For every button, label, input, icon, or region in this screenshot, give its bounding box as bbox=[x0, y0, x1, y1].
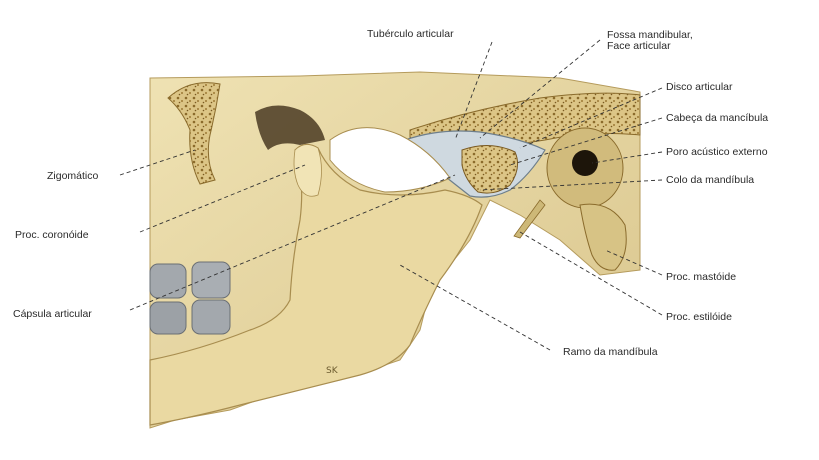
leader-poro bbox=[591, 151, 663, 164]
label-cabeca-mandibula: Cabeça da mancíbula bbox=[666, 112, 769, 124]
orbital-shadow bbox=[255, 105, 325, 150]
leader-cabeca bbox=[509, 117, 663, 166]
label-tuberculo-articular: Tubérculo articular bbox=[367, 28, 454, 40]
label-poro-acustico: Poro acústico externo bbox=[666, 146, 768, 158]
leader-mastoide bbox=[604, 249, 663, 276]
mandibular-notch bbox=[329, 127, 451, 193]
label-proc-mastoide: Proc. mastóide bbox=[666, 271, 737, 283]
label-disco-articular: Disco articular bbox=[666, 81, 733, 93]
zygomatic-bone bbox=[167, 82, 221, 185]
leader-disco bbox=[519, 87, 663, 149]
coronoid-process bbox=[293, 144, 322, 197]
leader-zigomatico bbox=[119, 149, 196, 176]
leader-lines bbox=[119, 39, 663, 351]
label-ramo-mandibula: Ramo da mandíbula bbox=[563, 346, 658, 358]
artist-signature: SK bbox=[326, 366, 338, 376]
label-proc-coronoide: Proc. coronóide bbox=[15, 229, 89, 241]
label-zigomatico: Zigomático bbox=[47, 170, 99, 182]
leader-colo bbox=[479, 179, 663, 191]
mastoid-process bbox=[579, 203, 627, 271]
label-capsula-articular: Cápsula articular bbox=[13, 308, 92, 320]
leader-tuberculo bbox=[454, 41, 493, 141]
label-proc-estiloide: Proc. estilóide bbox=[666, 311, 732, 323]
leader-ramo bbox=[399, 264, 551, 351]
acoustic-meatus-hole bbox=[572, 150, 598, 176]
styloid-process bbox=[513, 199, 546, 239]
mandible-head bbox=[461, 145, 519, 194]
teeth bbox=[149, 261, 231, 335]
label-fossa-mandibular: Fossa mandibular, Face articular bbox=[607, 29, 693, 52]
leader-coronoide bbox=[139, 164, 306, 233]
leader-fossa bbox=[479, 39, 601, 139]
leader-capsula bbox=[129, 174, 456, 311]
label-colo-mandibula: Colo da mandíbula bbox=[666, 174, 755, 186]
mandible bbox=[149, 143, 483, 426]
